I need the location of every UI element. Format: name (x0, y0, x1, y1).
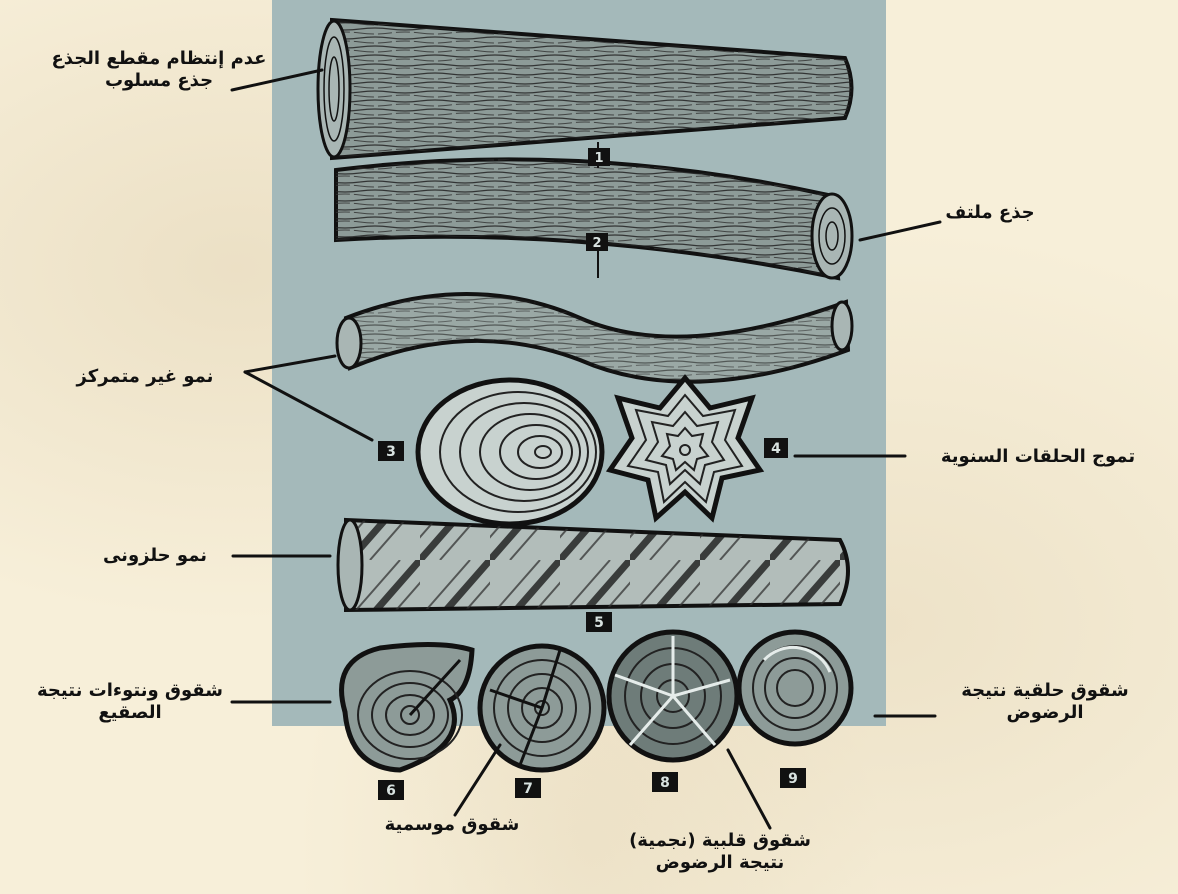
ring-shakes-line-2: الرضوض (920, 702, 1170, 724)
svg-text:3: 3 (386, 444, 396, 460)
figure-number-9: 9 (780, 768, 806, 788)
svg-text:7: 7 (523, 781, 533, 797)
svg-text:4: 4 (771, 441, 781, 457)
star-shakes-line-1: شقوق قلبية (نجمية) (580, 830, 860, 852)
svg-text:6: 6 (386, 783, 396, 799)
irregular-section-text: عدم إنتظام مقطع الجذع (30, 48, 288, 70)
eccentric-growth-label: نمو غير متمركز (50, 366, 240, 388)
wavy-rings-label: تموج الحلقات السنوية (918, 446, 1158, 468)
figure-number-5: 5 (586, 612, 612, 632)
figure-number-7: 7 (515, 778, 541, 798)
ring-shakes-line-1: شقوق حلقية نتيجة (920, 680, 1170, 702)
star-shakes-cross-section (609, 632, 737, 760)
tapered-trunk-text: جذع مسلوب (30, 70, 288, 92)
seasonal-checks-cross-section (480, 646, 604, 770)
twisted-trunk-label: جذع ملتف (895, 202, 1085, 224)
frost-cracks-cross-section (342, 644, 472, 770)
frost-cracks-line-1: شقوق ونتوءات نتيجة (4, 680, 256, 702)
irregular-section-label: عدم إنتظام مقطع الجذع جذع مسلوب (30, 48, 288, 92)
ring-shakes-cross-section (739, 632, 851, 744)
svg-text:1: 1 (594, 151, 603, 166)
figure-number-6: 6 (378, 780, 404, 800)
svg-text:5: 5 (594, 615, 604, 631)
star-shakes-line-2: نتيجة الرضوض (580, 852, 860, 874)
figure-number-2: 2 (586, 233, 608, 251)
figure-number-8: 8 (652, 772, 678, 792)
eccentric-cross-section (418, 380, 602, 524)
figure-number-3: 3 (378, 441, 404, 461)
seasonal-checks-label: شقوق موسمية (362, 814, 542, 836)
frost-cracks-line-2: الصقيع (4, 702, 256, 724)
spiral-growth-label: نمو حلزونى (80, 545, 230, 567)
star-shakes-label: شقوق قلبية (نجمية) نتيجة الرضوض (580, 830, 860, 874)
figure-number-4: 4 (764, 438, 788, 458)
ring-shakes-label: شقوق حلقية نتيجة الرضوض (920, 680, 1170, 724)
frost-cracks-label: شقوق ونتوءات نتيجة الصقيع (4, 680, 256, 724)
svg-text:8: 8 (660, 775, 670, 791)
svg-text:9: 9 (788, 771, 798, 787)
figure-number-1: 1 (588, 148, 610, 166)
svg-text:2: 2 (592, 236, 601, 251)
